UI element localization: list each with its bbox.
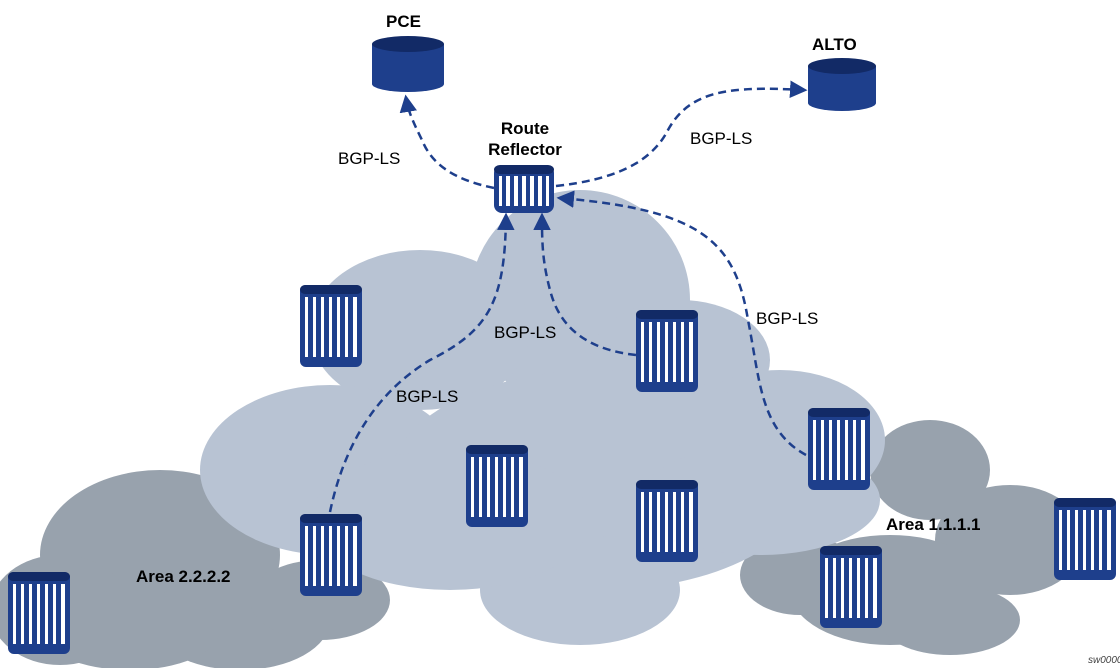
route-reflector-label-line1: Route	[500, 119, 550, 138]
pce-label: PCE	[386, 12, 421, 31]
route-reflector-label-line2: Reflector	[488, 140, 562, 159]
router-area2-edge	[8, 572, 70, 654]
router-area2-border	[300, 514, 362, 596]
area-1-label: Area 1.1.1.1	[886, 515, 981, 534]
alto-database-icon	[808, 58, 876, 111]
router-backbone-top-left	[300, 285, 362, 367]
link-center-rr	[533, 212, 637, 357]
alto-label: ALTO	[812, 35, 857, 54]
route-reflector-icon	[494, 165, 554, 213]
link-rr-pce	[399, 94, 495, 190]
bgp-ls-label-left: BGP-LS	[396, 387, 459, 406]
bgp-ls-label-center: BGP-LS	[494, 323, 557, 342]
bgp-ls-label-pce: BGP-LS	[338, 149, 401, 168]
bgp-ls-label-right: BGP-LS	[756, 309, 819, 328]
router-backbone-center-right	[636, 310, 698, 392]
backbone-cloud	[200, 190, 885, 645]
router-backbone-bottom-center	[636, 480, 698, 562]
router-area1-border	[808, 408, 870, 490]
pce-database-icon	[372, 36, 444, 92]
figure-id: sw0000	[1088, 655, 1120, 666]
router-area1-edge	[1054, 498, 1116, 580]
route-reflector-label: Route Reflector	[480, 118, 570, 160]
link-rr-alto	[555, 80, 808, 188]
router-backbone-center	[466, 445, 528, 527]
area-2-label: Area 2.2.2.2	[136, 567, 231, 586]
router-area1-lower	[820, 546, 882, 628]
bgp-ls-label-alto: BGP-LS	[690, 129, 753, 148]
link-area2-rr	[328, 212, 515, 513]
